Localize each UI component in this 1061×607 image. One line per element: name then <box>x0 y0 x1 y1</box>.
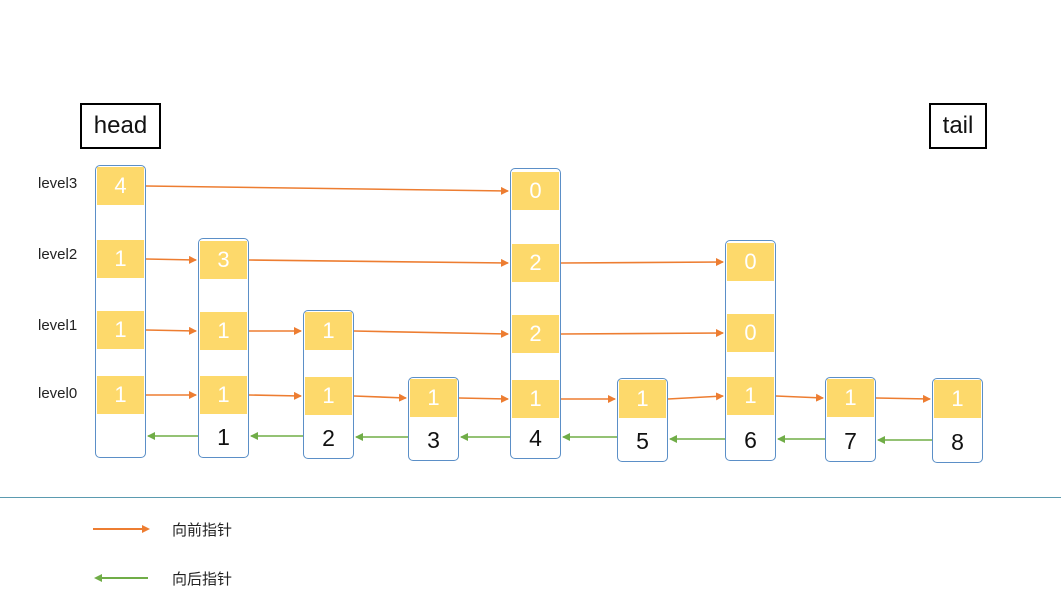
node-score: 7 <box>844 428 857 454</box>
forward-pointer-level0 <box>667 392 724 401</box>
level-label-1: level1 <box>38 317 78 334</box>
node-n2: 1 1 2 <box>303 310 354 459</box>
span-cell-level0: 1 <box>827 379 874 417</box>
node-n4: 1 2 2 0 4 <box>510 168 561 459</box>
level-label-2: level2 <box>38 246 78 263</box>
forward-pointer-level2 <box>560 258 724 267</box>
span-cell-level0: 1 <box>934 380 981 418</box>
span-cell-level0: 1 <box>619 380 666 418</box>
span-cell-level2: 3 <box>200 241 247 279</box>
span-cell-level3: 0 <box>512 172 559 210</box>
legend-backward-arrow <box>94 574 148 582</box>
forward-pointer-level1 <box>353 329 509 338</box>
span-cell-level2: 2 <box>512 244 559 282</box>
node-score: 5 <box>636 428 649 454</box>
span-cell-level0: 1 <box>512 380 559 418</box>
span-cell-level1: 1 <box>305 312 352 350</box>
forward-pointer-level0 <box>875 394 931 403</box>
forward-pointer-level1 <box>560 329 724 338</box>
span-cell-level0: 1 <box>410 379 457 417</box>
span-cell-level0: 1 <box>727 377 774 415</box>
forward-pointer-level0 <box>248 391 302 400</box>
span-cell-level1: 1 <box>97 311 144 349</box>
legend-backward-label: 向后指针 <box>172 570 233 588</box>
forward-pointer-level2 <box>248 258 509 267</box>
tail-label: tail <box>929 103 987 149</box>
span-cell-level2: 1 <box>97 240 144 278</box>
span-cell-level3: 4 <box>97 167 144 205</box>
forward-pointer-level2 <box>145 255 197 264</box>
span-cell-level1: 0 <box>727 314 774 352</box>
forward-pointer-level0 <box>458 394 509 403</box>
span-cell-level1: 2 <box>512 315 559 353</box>
legend-forward-label: 向前指针 <box>172 521 233 539</box>
forward-pointer-level0 <box>353 393 407 402</box>
divider-line <box>0 497 1061 498</box>
span-cell-level1: 1 <box>200 312 247 350</box>
span-cell-level0: 1 <box>200 376 247 414</box>
level-label-0: level0 <box>38 385 78 402</box>
node-score: 1 <box>217 424 230 450</box>
node-score: 2 <box>322 425 335 451</box>
node-score: 3 <box>427 427 440 453</box>
node-n1: 1 1 3 1 <box>198 238 249 458</box>
node-score: 4 <box>529 425 542 451</box>
node-n6: 1 0 0 6 <box>725 240 776 461</box>
forward-pointer-level0 <box>775 393 824 402</box>
legend-forward-arrow <box>93 525 150 533</box>
node-score: 6 <box>744 427 757 453</box>
span-cell-level0: 1 <box>305 377 352 415</box>
level-label-3: level3 <box>38 175 78 192</box>
head-label: head <box>80 103 161 149</box>
node-head: 1 1 1 4 <box>95 165 146 458</box>
span-cell-level2: 0 <box>727 243 774 281</box>
forward-pointer-level3 <box>145 185 509 195</box>
forward-pointer-level1 <box>145 326 197 335</box>
span-cell-level0: 1 <box>97 376 144 414</box>
node-score: 8 <box>951 429 964 455</box>
